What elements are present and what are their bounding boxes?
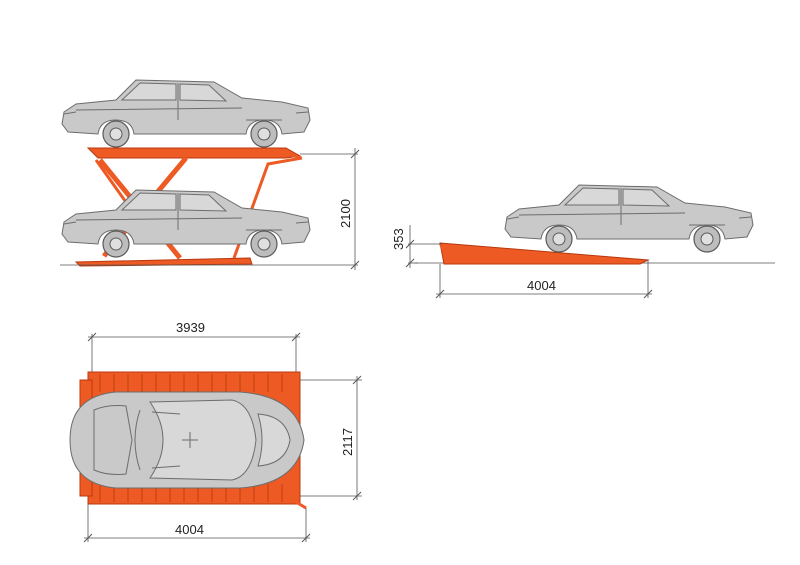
width-label: 2117 <box>340 428 355 456</box>
ramp-height-label: 353 <box>391 228 406 250</box>
ramp-length-label: 4004 <box>527 278 556 293</box>
upper-car <box>61 79 311 148</box>
total-length-label: 4004 <box>175 522 204 537</box>
ramp-car <box>504 184 754 253</box>
side-view-ramp: 353 4004 <box>391 184 775 299</box>
top-car <box>69 391 305 489</box>
ramp-height-dimension: 353 <box>391 225 442 268</box>
width-dimension: 2117 <box>300 375 362 501</box>
ramp-length-dimension: 4004 <box>435 260 653 299</box>
ramp-platform <box>439 242 650 265</box>
inner-length-dimension: 3939 <box>87 320 301 372</box>
side-view-lift: 2100 <box>60 79 360 270</box>
lower-car <box>61 189 311 258</box>
upper-platform <box>86 147 302 159</box>
total-length-dimension: 4004 <box>83 504 311 543</box>
inner-length-label: 3939 <box>176 320 205 335</box>
top-view: 3939 2117 4004 <box>69 320 362 543</box>
height-dimension: 2100 <box>300 148 360 270</box>
height-label: 2100 <box>338 199 353 228</box>
